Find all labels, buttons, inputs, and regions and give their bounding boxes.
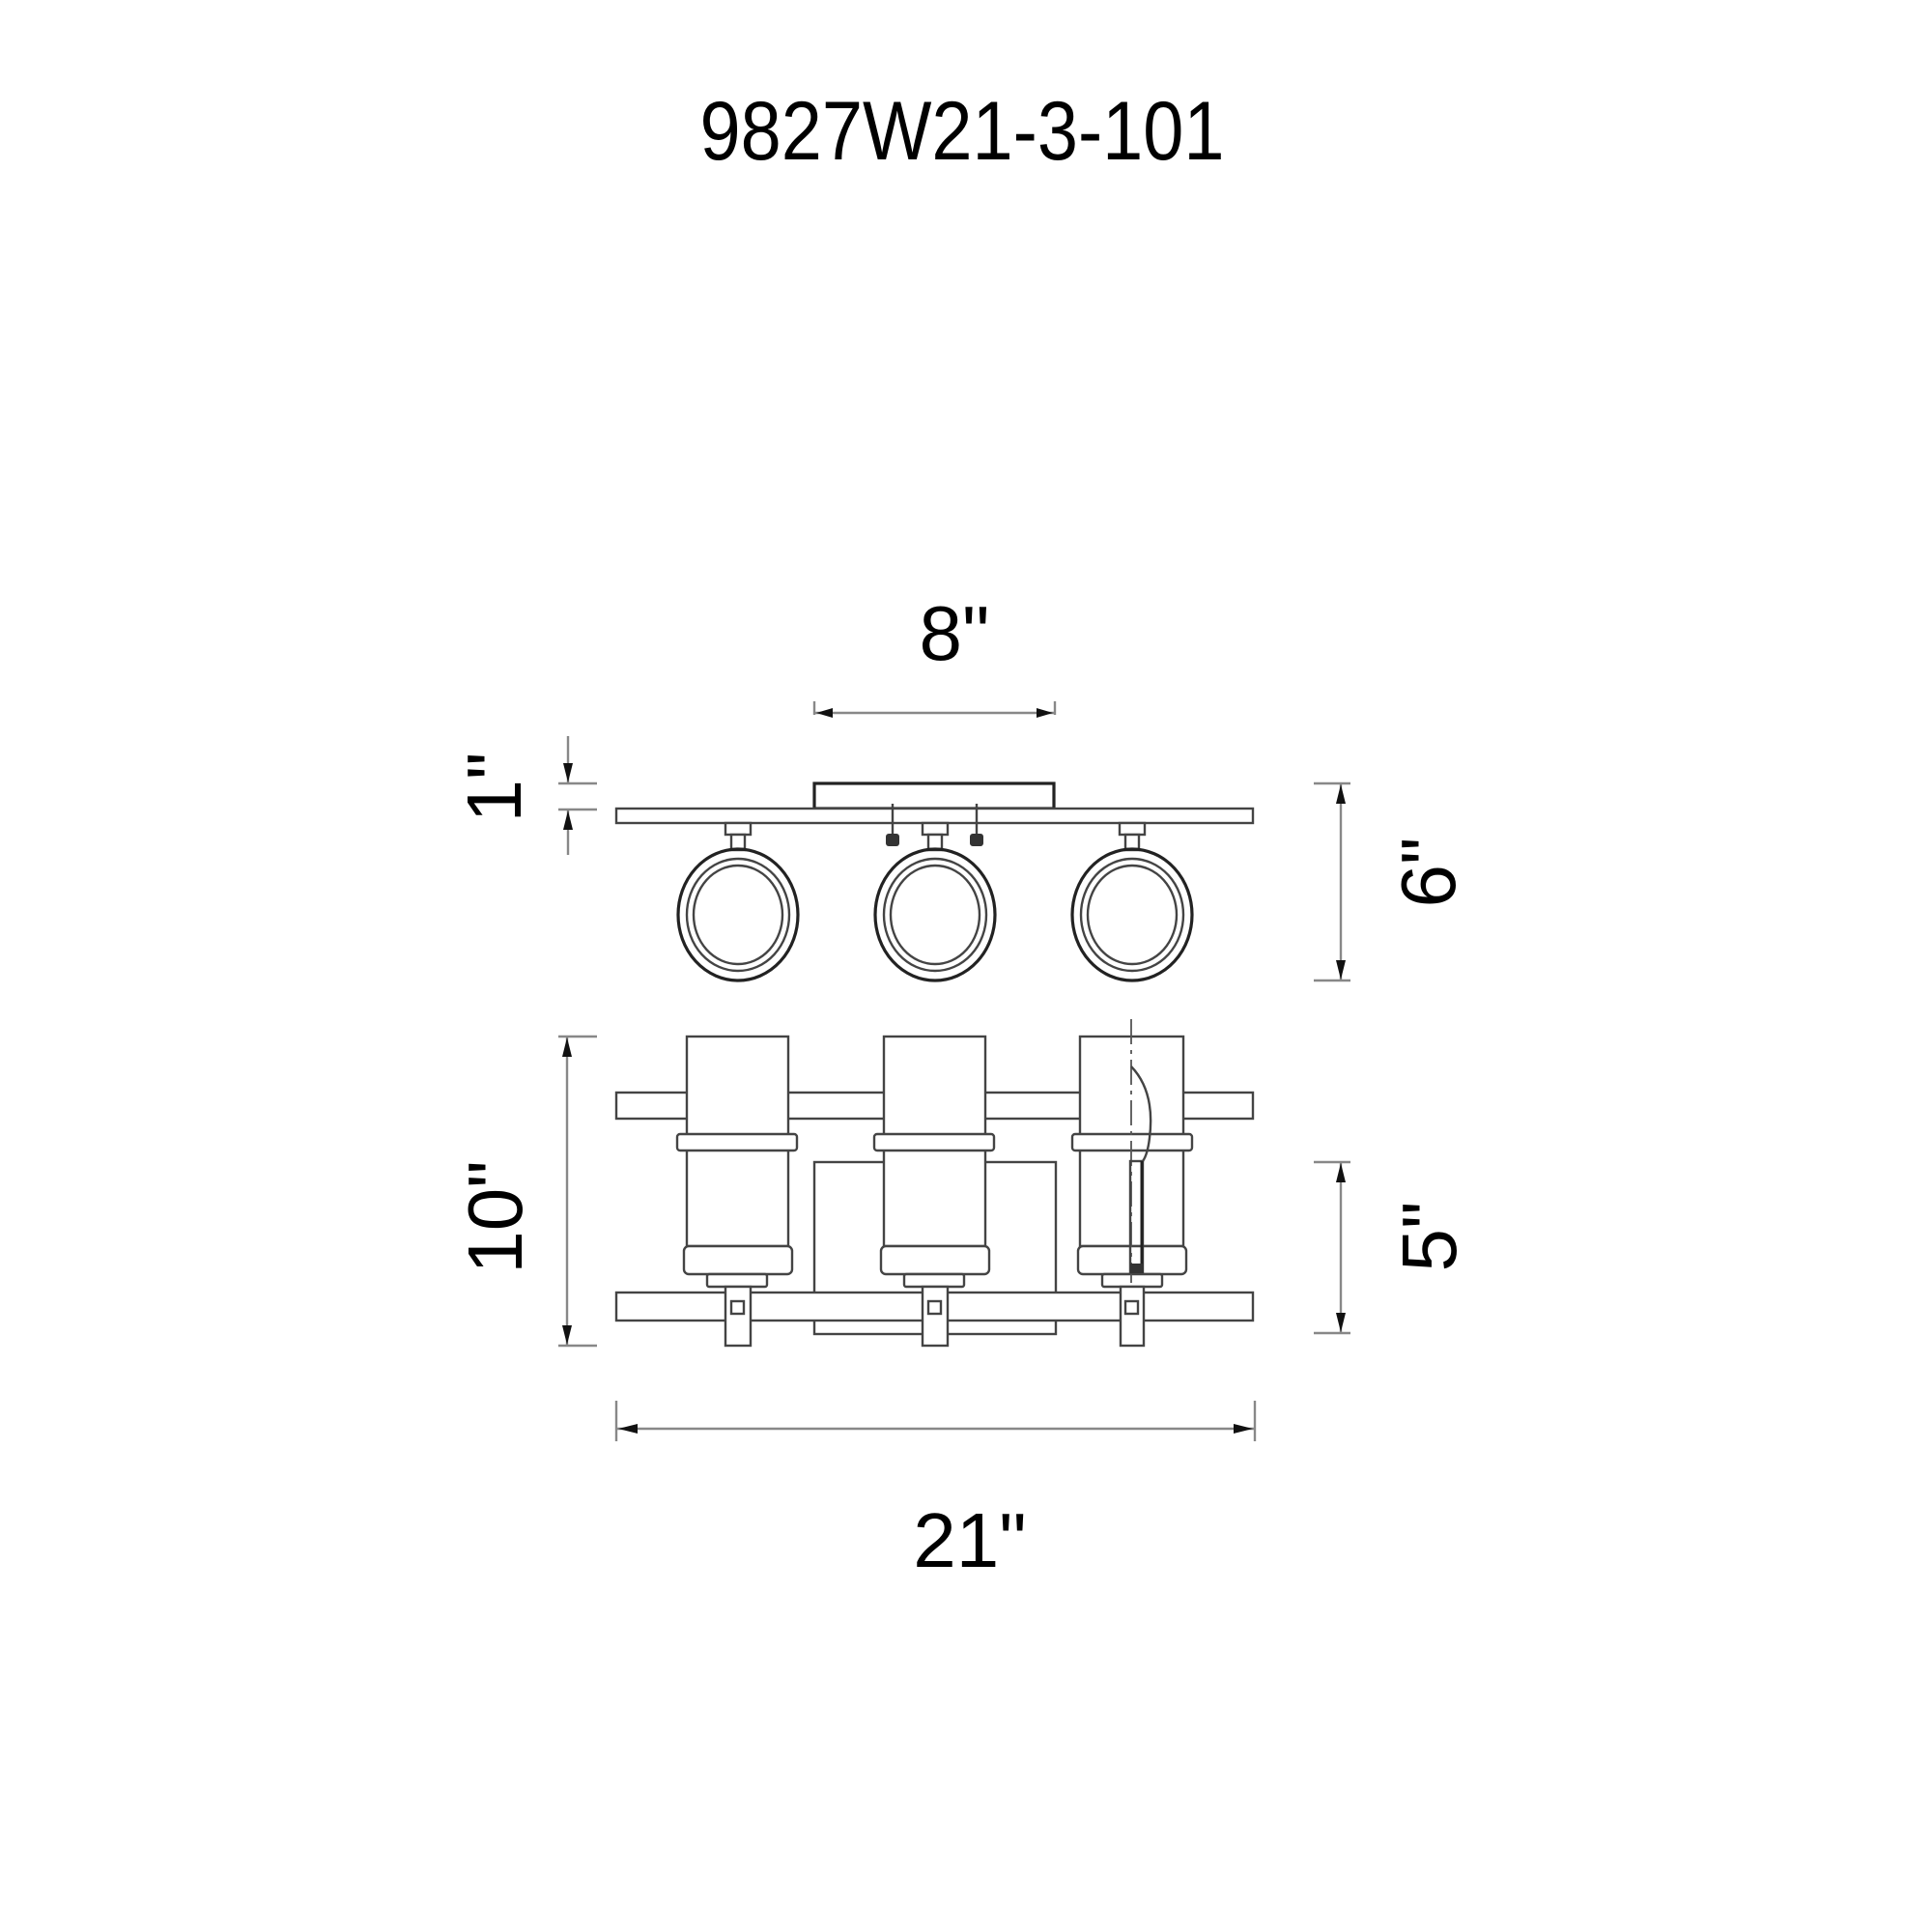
dimension-height: 10" [452,1035,597,1348]
dimension-label-5in: 5" [1386,1202,1472,1272]
arrowhead-up-icon [1336,1163,1346,1182]
cylinder-shade-3 [1070,1019,1194,1348]
shade-cup [682,1244,794,1276]
arm-stem [1119,1285,1146,1348]
socket-disc [705,1272,769,1289]
arrowhead-up-icon [562,1037,572,1057]
arrowhead-up-icon [1336,784,1346,804]
arrowhead-down-icon [562,1325,572,1345]
ring-shade-top-2 [873,821,997,982]
screw-icon [970,834,983,846]
knob [921,821,950,837]
arm-stem [921,1285,950,1348]
knob [724,821,753,837]
socket-disc [902,1272,966,1289]
arrowhead-down-icon [1336,960,1346,980]
arrowhead-right-icon [1037,708,1053,718]
arm-nut [926,1299,943,1316]
arrowhead-down-icon [563,763,573,782]
cylinder-shade-1 [675,1035,799,1348]
shade-collar [675,1132,799,1152]
mounting-bar [614,807,1255,825]
model-number-title: 9827W21-3-101 [700,85,1225,178]
arrowhead-right-icon [1234,1424,1253,1434]
candle-base [1130,1264,1144,1273]
arrowhead-down-icon [1336,1313,1346,1332]
shade-collar [1070,1132,1194,1152]
dimension-canopy-width: 8" [812,590,1057,718]
socket-disc [1100,1272,1164,1289]
dimension-label-1in: 1" [451,753,537,823]
candle-bulb-icon [1130,1065,1152,1162]
dimension-label-21in: 21" [913,1497,1026,1583]
dimension-backplate-height: 5" [1314,1160,1472,1335]
arrowhead-up-icon [563,810,573,830]
ring-shade-top-3 [1070,821,1194,982]
arrowhead-left-icon [618,1424,638,1434]
arm-stem [724,1285,753,1348]
shade-cup [879,1244,991,1276]
dimension-label-6in: 6" [1385,838,1471,908]
cylinder-shade-2 [872,1035,996,1348]
arrowhead-left-icon [816,708,833,718]
dimension-depth: 6" [1314,781,1471,982]
top-view [614,781,1255,982]
screw-icon [886,834,899,846]
arm-nut [1123,1299,1140,1316]
arm-nut [729,1299,746,1316]
dimension-width: 21" [614,1401,1257,1583]
shade-collar [872,1132,996,1152]
ring-shade-top-1 [676,821,800,982]
knob [1118,821,1147,837]
canopy [812,781,1056,810]
front-view [614,1019,1255,1348]
dimension-canopy-depth: 1" [451,736,597,855]
dimension-label-8in: 8" [920,590,990,676]
dimension-label-10in: 10" [452,1160,538,1273]
